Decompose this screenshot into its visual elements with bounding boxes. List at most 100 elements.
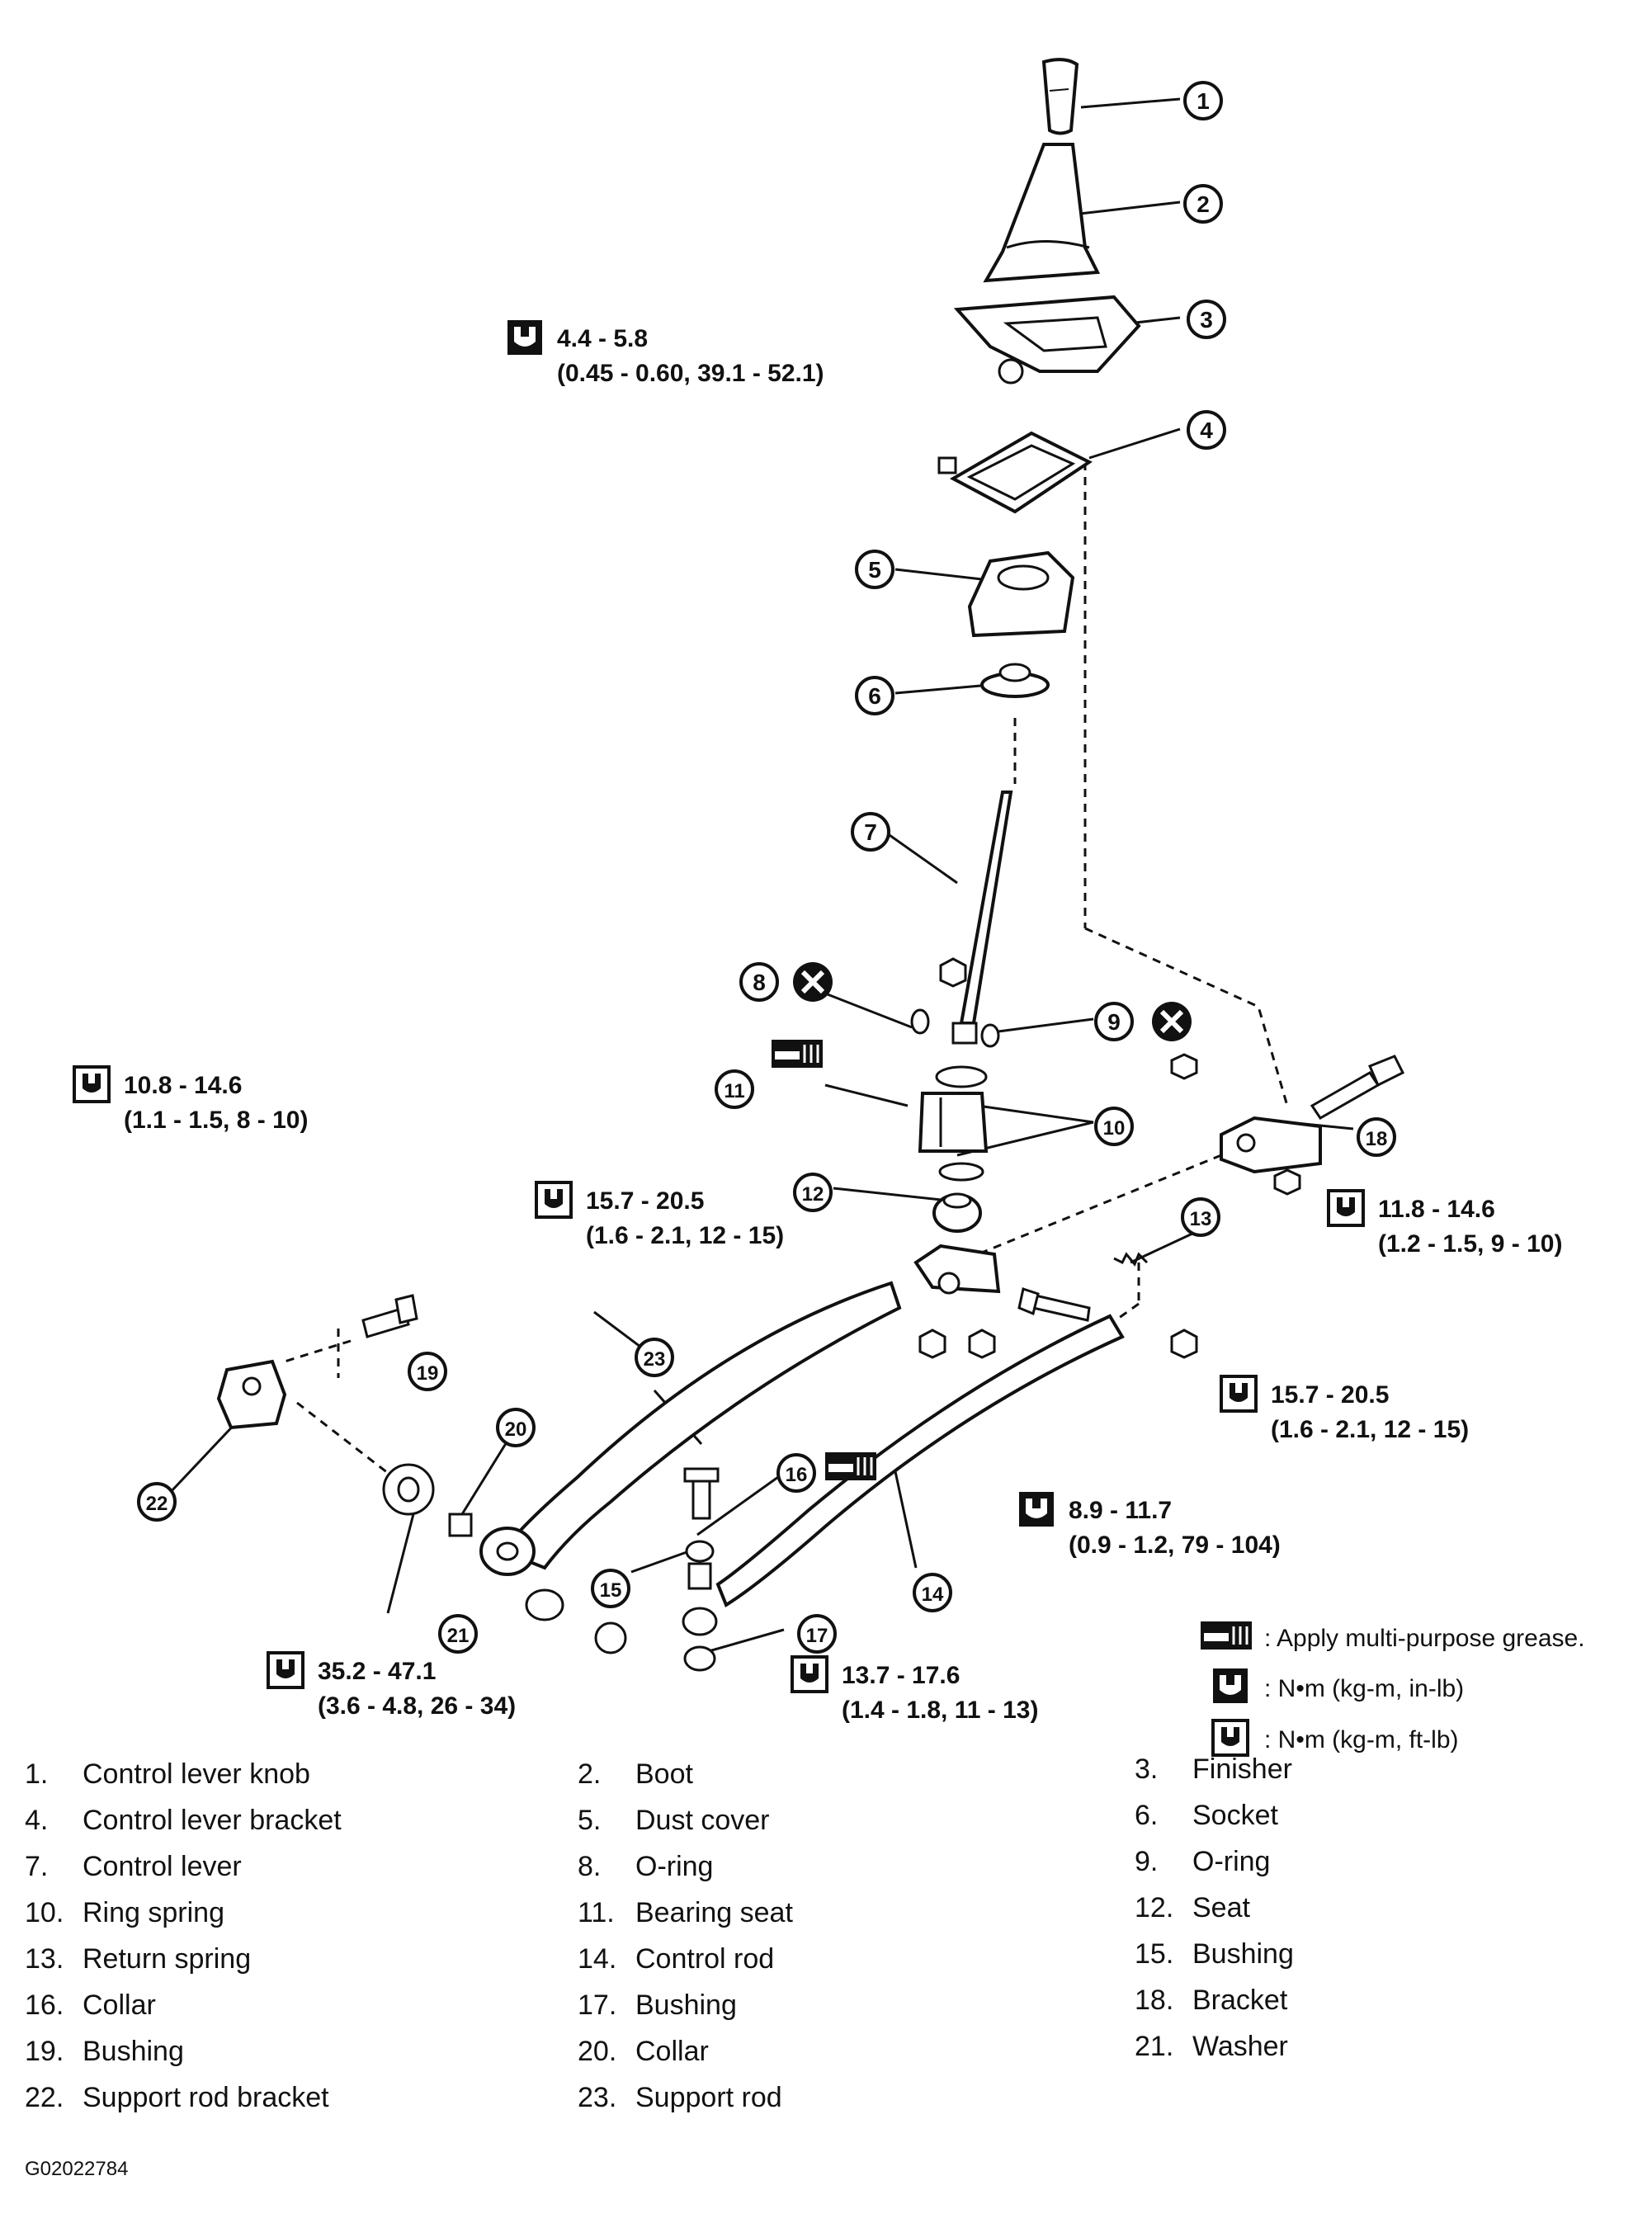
part-number: 23. xyxy=(578,2082,617,2113)
torque-value-alt: (0.9 - 1.2, 79 - 104) xyxy=(1069,1532,1281,1559)
bolt-parts xyxy=(361,1055,1405,1520)
parts-list-item: 17.Bushing xyxy=(578,1989,737,2022)
part-name: Control lever knob xyxy=(83,1758,310,1790)
callout-12: 12 xyxy=(793,1173,833,1212)
callout-circle xyxy=(913,1573,952,1612)
torque-value-nm: 8.9 - 11.7 xyxy=(1069,1497,1172,1524)
torque-spec-ft-13: 13.7 - 17.6(1.4 - 1.8, 11 - 13) xyxy=(791,1655,1038,1724)
part-name: Dust cover xyxy=(635,1805,770,1836)
torque-ft-lb-icon xyxy=(73,1065,111,1103)
leader-lines xyxy=(168,97,1354,1656)
callout-20: 20 xyxy=(496,1408,536,1447)
torque-in-lb-icon xyxy=(1019,1492,1054,1527)
part-number: 1. xyxy=(25,1758,49,1790)
callout-circle xyxy=(1187,410,1226,450)
callout-circle xyxy=(1094,1002,1134,1041)
callout-circle xyxy=(1187,300,1226,339)
part-number: 3. xyxy=(1135,1753,1159,1785)
callout-circle xyxy=(776,1453,816,1493)
torque-value-alt: (1.1 - 1.5, 8 - 10) xyxy=(124,1107,308,1134)
part-name: Bracket xyxy=(1192,1985,1288,2016)
callout-label: 20 xyxy=(505,1418,527,1441)
part-name: Boot xyxy=(635,1758,693,1790)
callout-5: 5 xyxy=(855,550,894,589)
callout-label: 12 xyxy=(802,1183,824,1206)
support-rod-part xyxy=(479,1281,902,1576)
pivot-bracket-part xyxy=(913,1244,1001,1295)
seat-part xyxy=(932,1192,982,1233)
part-name: O-ring xyxy=(635,1851,714,1882)
alignment-lines xyxy=(284,462,1289,1475)
callout-21: 21 xyxy=(438,1614,478,1654)
socket-part xyxy=(980,663,1050,698)
callout-label: 8 xyxy=(753,970,766,995)
part-number: 6. xyxy=(1135,1800,1159,1831)
torque-spec-knm-4: 4.4 - 5.8(0.45 - 0.60, 39.1 - 52.1) xyxy=(507,320,824,387)
parts-list-item: 5. Dust cover xyxy=(578,1804,770,1837)
legend-ft-lb-text: : N•m (kg-m, ft-lb) xyxy=(1264,1726,1459,1753)
part-number: 17. xyxy=(578,1989,617,2021)
legend-in-lb-text: : N•m (kg-m, in-lb) xyxy=(1264,1675,1464,1702)
callout-label: 23 xyxy=(644,1348,666,1371)
torque-spec-ft-15b: 15.7 - 20.5 (1.6 - 2.1, 12 - 15) xyxy=(1220,1375,1469,1443)
torque-spec-in-8: 8.9 - 11.7 (0.9 - 1.2, 79 - 104) xyxy=(1019,1492,1281,1559)
torque-value-alt: (1.6 - 2.1, 12 - 15) xyxy=(586,1222,784,1249)
callout-label: 9 xyxy=(1107,1009,1121,1035)
grease-icons xyxy=(772,1040,876,1480)
part-number: 5. xyxy=(578,1805,602,1836)
callout-label: 17 xyxy=(806,1625,828,1647)
boot-part xyxy=(983,143,1101,283)
torque-value-nm: 15.7 - 20.5 xyxy=(1271,1381,1389,1409)
part-number: 20. xyxy=(578,2036,617,2067)
callout-22: 22 xyxy=(137,1482,177,1522)
legend-grease-text: : Apply multi-purpose grease. xyxy=(1264,1625,1585,1652)
callout-circle xyxy=(855,676,894,715)
callout-label: 5 xyxy=(868,557,881,583)
part-name: Support rod bracket xyxy=(83,2082,329,2113)
part-number: 10. xyxy=(25,1897,64,1928)
parts-list-item: 21.Washer xyxy=(1135,2030,1288,2063)
part-name: Collar xyxy=(635,2036,709,2067)
callout-label: 13 xyxy=(1190,1208,1212,1230)
callout-16: 16 xyxy=(776,1453,816,1493)
dust-cover-part xyxy=(967,550,1075,638)
part-name: Bearing seat xyxy=(635,1897,793,1928)
part-name: O-ring xyxy=(1192,1846,1271,1877)
legend-in-lb-icon xyxy=(1213,1668,1248,1703)
legend: : Apply multi-purpose grease. : N•m (kg-… xyxy=(1201,1621,1585,1757)
torque-spec-ft-35: 35.2 - 47.1(3.6 - 4.8, 26 - 34) xyxy=(267,1651,516,1720)
parts-list-item: 14.Control rod xyxy=(578,1942,774,1975)
torque-value-alt: (1.6 - 2.1, 12 - 15) xyxy=(1271,1416,1469,1443)
part-name: Control lever bracket xyxy=(83,1805,342,1836)
callout-circle xyxy=(855,550,894,589)
callout-circle xyxy=(1357,1117,1396,1157)
parts-list-item: 13.Return spring xyxy=(25,1942,251,1975)
part-number: 12. xyxy=(1135,1892,1174,1923)
callout-circle xyxy=(408,1352,447,1391)
parts-list-item: 4.Control lever bracket xyxy=(25,1804,342,1837)
parts-list-item: 2.Boot xyxy=(578,1758,693,1791)
part-number: 11. xyxy=(578,1897,615,1928)
parts-list-item: 20. Collar xyxy=(578,2035,709,2068)
callout-label: 15 xyxy=(600,1579,622,1602)
callout-circle xyxy=(1181,1197,1220,1237)
torque-value-alt: (1.4 - 1.8, 11 - 13) xyxy=(842,1697,1038,1724)
callout-label: 19 xyxy=(417,1362,439,1385)
part-name: Control rod xyxy=(635,1943,775,1975)
callout-label: 10 xyxy=(1103,1117,1126,1140)
parts-list-item: 23.Support rod xyxy=(578,2081,782,2114)
part-name: Control lever xyxy=(83,1851,242,1882)
callout-circle xyxy=(851,812,890,852)
callout-7: 7 xyxy=(851,812,890,852)
callout-19: 19 xyxy=(408,1352,447,1391)
callout-circle xyxy=(793,1173,833,1212)
part-name: Ring spring xyxy=(83,1897,224,1928)
parts-list-item: 11. Bearing seat xyxy=(578,1896,793,1929)
legend-grease-icon xyxy=(1201,1621,1252,1650)
support-bracket-22-part xyxy=(216,1359,287,1430)
torque-specs: 4.4 - 5.8(0.45 - 0.60, 39.1 - 52.1)10.8 … xyxy=(73,320,1562,1724)
parts-list-item: 16.Collar xyxy=(25,1989,156,2022)
parts-list-item: 9.O-ring xyxy=(1135,1845,1270,1878)
legend-ft-lb-icon xyxy=(1211,1719,1249,1757)
return-spring-part xyxy=(1113,1252,1149,1267)
